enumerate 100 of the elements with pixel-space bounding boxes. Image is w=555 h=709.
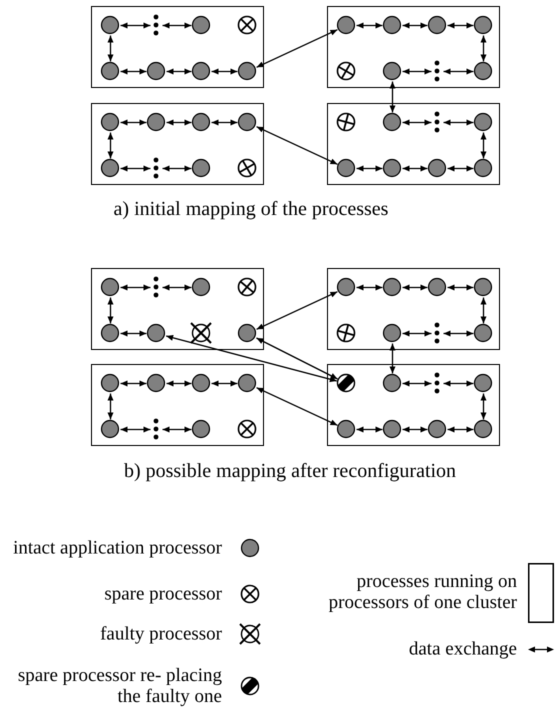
double-arrow: [448, 284, 474, 290]
double-arrow: [356, 426, 382, 432]
double-arrow: [356, 166, 382, 172]
double-arrow: [448, 426, 474, 432]
double-arrow: [256, 387, 338, 426]
double-arrow: [166, 120, 192, 126]
processor-circle: [191, 373, 211, 393]
double-arrow: [120, 120, 146, 126]
processor-circle: [146, 323, 166, 343]
double-arrow: [108, 36, 114, 62]
processor-circle: [191, 158, 211, 178]
double-arrow: [480, 394, 486, 420]
processor-circle: [237, 323, 257, 343]
ellipsis-dots: [153, 157, 159, 179]
cluster-box: [91, 103, 264, 185]
processor-circle: [427, 277, 447, 297]
double-arrow: [480, 132, 486, 158]
processor-circle: [473, 15, 493, 35]
processor-circle: [336, 277, 356, 297]
processor-circle: [382, 323, 402, 343]
double-arrow: [120, 166, 150, 172]
processor-circle: [191, 419, 211, 439]
processor-circle: [146, 112, 166, 132]
processor-circle: [382, 373, 402, 393]
double-arrow: [402, 120, 432, 126]
ellipsis-dots: [434, 60, 440, 82]
processor-circle: [146, 373, 166, 393]
processor-circle: [336, 419, 356, 439]
double-arrow: [402, 426, 428, 432]
processor-circle: [100, 277, 120, 297]
ellipsis-dots: [434, 111, 440, 133]
legend-label: spare processor re- placing the faulty one: [16, 665, 222, 707]
processor-circle: [382, 419, 402, 439]
cluster-box: [91, 6, 264, 88]
double-arrow: [120, 380, 146, 386]
processor-circle: [382, 112, 402, 132]
processor-circle: [473, 419, 493, 439]
faulty-processor-circle: [189, 321, 213, 345]
processor-circle: [473, 323, 493, 343]
processor-circle: [473, 61, 493, 81]
double-arrow: [356, 284, 382, 290]
double-arrow: [162, 426, 192, 432]
ellipsis-dots: [434, 322, 440, 344]
double-arrow: [444, 120, 474, 126]
double-arrow: [402, 166, 428, 172]
processor-circle: [100, 158, 120, 178]
ellipsis-dots: [153, 14, 159, 36]
processor-circle: [191, 112, 211, 132]
cluster-box: [327, 103, 500, 185]
processor-circle: [336, 15, 356, 35]
processor-circle: [100, 373, 120, 393]
processor-circle: [473, 373, 493, 393]
double-arrow: [390, 82, 396, 112]
spare-processor-circle: [336, 323, 356, 343]
double-arrow: [162, 284, 192, 290]
processor-circle: [427, 15, 447, 35]
legend-label: faulty processor: [99, 624, 222, 644]
double-arrow: [480, 298, 486, 324]
double-arrow: [212, 68, 238, 74]
legend-label: intact application processor: [12, 538, 222, 558]
double-arrow: [402, 330, 432, 336]
processor-circle: [382, 158, 402, 178]
processor-circle: [237, 112, 257, 132]
ellipsis-dots: [153, 276, 159, 298]
double-arrow: [256, 337, 338, 380]
double-arrow: [390, 344, 396, 374]
processor-circle: [382, 15, 402, 35]
double-arrow: [444, 68, 474, 74]
spare-processor-circle: [237, 15, 257, 35]
double-arrow: [120, 284, 150, 290]
processor-circle: [473, 112, 493, 132]
double-arrow: [212, 120, 238, 126]
figure-caption: b) possible mapping after reconfiguration: [124, 460, 456, 483]
spare-processor-circle: [237, 419, 257, 439]
processor-circle: [427, 158, 447, 178]
double-arrow: [108, 298, 114, 324]
spare-processor-circle: [237, 277, 257, 297]
double-arrow: [256, 126, 338, 165]
double-arrow: [120, 22, 150, 28]
double-arrow: [402, 380, 432, 386]
processor-circle: [191, 15, 211, 35]
double-arrow: [212, 380, 238, 386]
double-arrow: [256, 29, 338, 68]
processor-circle: [237, 61, 257, 81]
cluster-box: [91, 364, 264, 446]
double-arrow: [356, 22, 382, 28]
double-arrow: [166, 68, 192, 74]
double-arrow: [444, 380, 474, 386]
figure-caption: a) initial mapping of the processes: [114, 198, 388, 221]
double-arrow: [402, 68, 432, 74]
double-arrow: [120, 330, 146, 336]
double-arrow: [162, 22, 192, 28]
ellipsis-dots: [153, 418, 159, 440]
double-arrow: [108, 132, 114, 158]
processor-circle: [191, 277, 211, 297]
spare-processor-circle: [336, 112, 356, 132]
processor-circle: [146, 61, 166, 81]
double-arrow: [402, 22, 428, 28]
processor-circle: [237, 373, 257, 393]
processor-circle: [473, 277, 493, 297]
